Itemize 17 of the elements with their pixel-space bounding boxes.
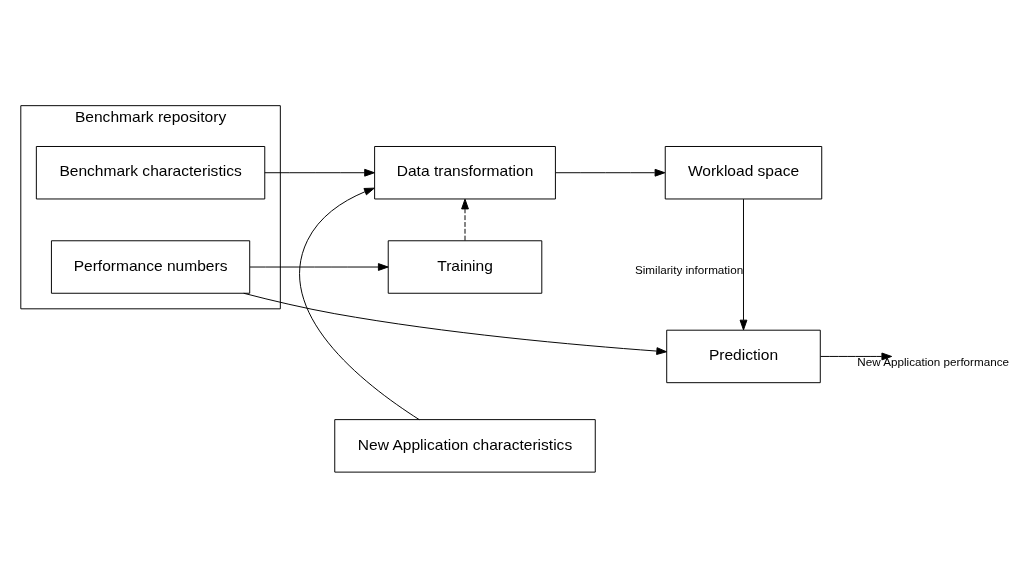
node-box: Prediction bbox=[666, 329, 821, 384]
arrow bbox=[264, 168, 375, 177]
node-box: Benchmark characteristics bbox=[35, 146, 266, 200]
node-box: Workload space bbox=[664, 146, 823, 200]
node-box: New Application characteristics bbox=[334, 419, 596, 473]
arrow bbox=[249, 263, 389, 271]
node-box: Data transformation bbox=[374, 146, 556, 200]
edge-label: New Application performance bbox=[857, 354, 1009, 368]
arrow bbox=[299, 187, 420, 421]
arrow bbox=[555, 168, 666, 177]
arrow bbox=[739, 198, 748, 331]
arrow bbox=[820, 352, 893, 361]
edge-label: Similarity information bbox=[634, 263, 744, 277]
node-box: Training bbox=[387, 240, 543, 294]
node-box: Performance numbers bbox=[50, 240, 251, 294]
arrow bbox=[243, 292, 667, 355]
arrow bbox=[461, 198, 469, 241]
